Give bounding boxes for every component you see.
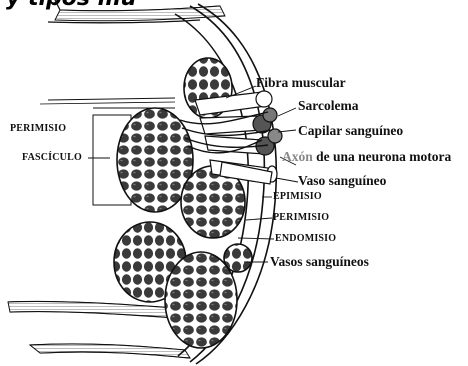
fascicle-small [224,244,252,272]
label-capilar-sanguineo: Capilar sanguíneo [298,124,403,138]
label-axon-rest: de una neurona motora [316,149,451,164]
label-fasciculo: FASCÍCULO [22,153,82,163]
label-vaso-sanguineo: Vaso sanguíneo [298,174,386,188]
label-fibra-muscular: Fibra muscular [256,76,346,90]
label-endomisio: ENDOMISIO [275,234,336,244]
label-axon: Axón de una neurona motora [282,150,451,164]
label-perimisio-right: PERIMISIO [273,213,329,223]
label-axon-word: Axón [282,149,313,164]
label-vasos-sanguineos: Vasos sanguíneos [270,255,369,269]
label-epimisio: EPIMISIO [273,192,322,202]
label-perimisio-left: PERIMISIO [10,124,66,134]
label-sarcolema: Sarcolema [298,99,359,113]
